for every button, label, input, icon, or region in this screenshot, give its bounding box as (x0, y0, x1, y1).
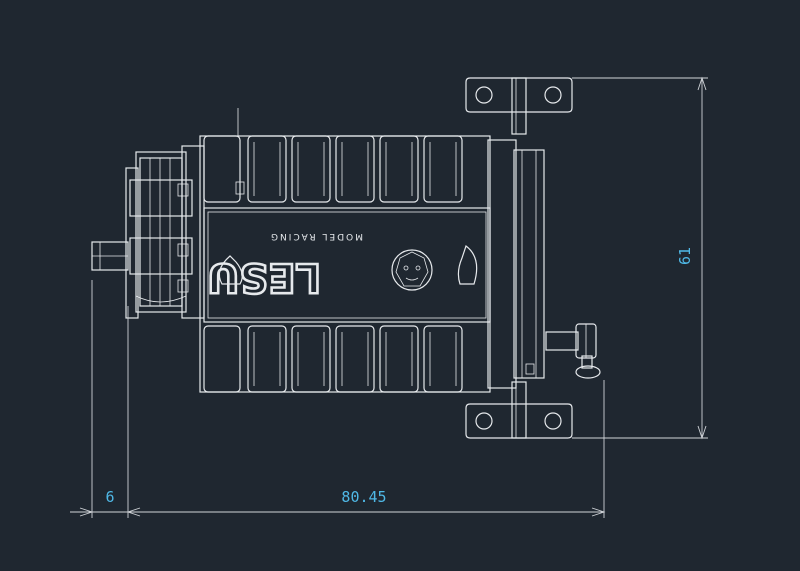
bottom-mount-bracket (465, 381, 573, 439)
motor-shaft (91, 241, 129, 271)
dimension-shaft-length: 6 (70, 280, 129, 518)
motor-body (199, 108, 545, 393)
brand-subtext: MODEL RACING (269, 231, 363, 241)
top-cooling-fins (203, 135, 463, 203)
lion-logo-icon (391, 249, 433, 291)
bottom-cooling-fins (203, 325, 463, 393)
bracket-right-icon (457, 245, 478, 285)
brand-wordmark: LESU (207, 254, 321, 300)
bracket-left-icon (218, 255, 243, 285)
dimension-height: 61 (572, 76, 708, 440)
motor-end-bell (125, 145, 205, 319)
terminal-connector (525, 323, 601, 379)
dimension-body-label: 80.45 (341, 488, 386, 506)
dimension-body-length: 80.45 (126, 380, 606, 518)
dimension-height-label: 61 (676, 247, 694, 265)
dimension-shaft-label: 6 (105, 488, 114, 506)
top-mount-bracket (465, 77, 573, 135)
label-plate: LESU MODEL RACING (203, 207, 491, 323)
